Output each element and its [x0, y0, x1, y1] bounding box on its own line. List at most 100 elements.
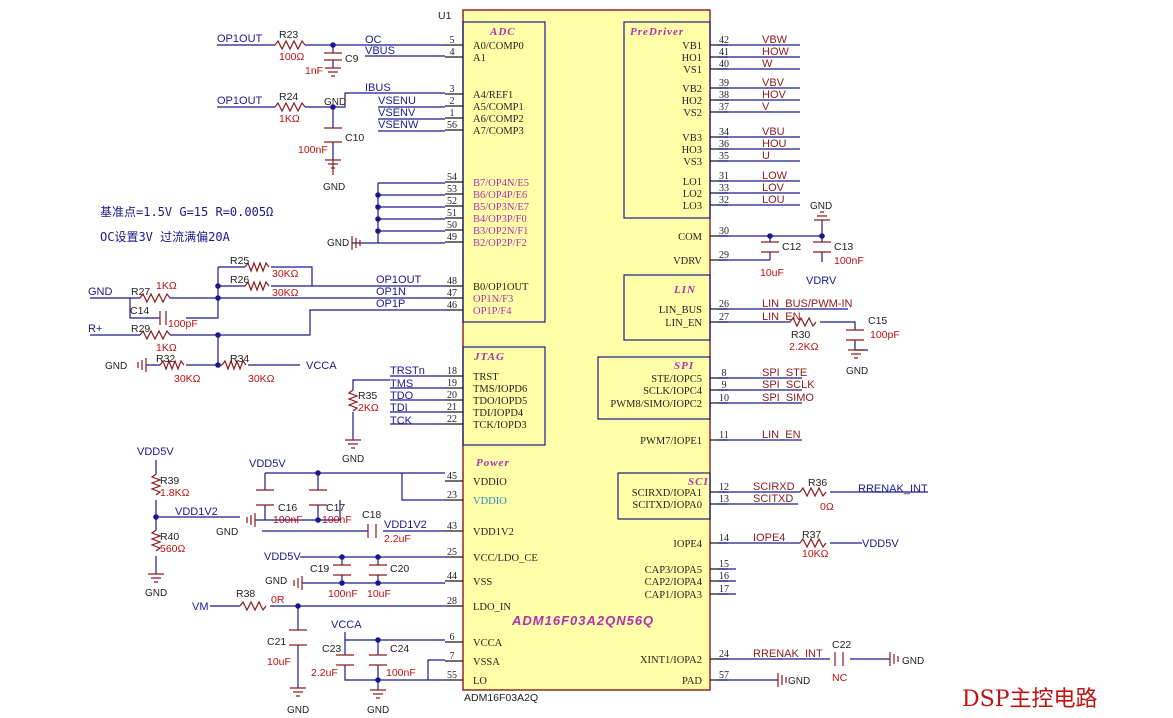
pin-name: OP1N/F3: [473, 294, 513, 305]
pin-name: VS3: [683, 157, 702, 168]
note-reference: 基准点=1.5V G=15 R=0.005Ω: [100, 205, 273, 219]
c10-val: 100nF: [298, 144, 328, 156]
pin-number: 43: [447, 521, 457, 532]
pin-number: 42: [719, 35, 729, 46]
net-op1out-c: OP1OUT: [376, 274, 422, 286]
pin-net-label: HOW: [762, 46, 790, 58]
net-vdrv: VDRV: [806, 275, 837, 287]
pin-name: VDD1V2: [473, 527, 514, 538]
pin-number: 15: [719, 559, 729, 570]
pin-name: VB2: [682, 84, 702, 95]
r24-val: 1KΩ: [279, 113, 300, 125]
pin-number: 49: [447, 232, 457, 243]
r36-val: 0Ω: [820, 501, 834, 513]
pin-name: CAP3/IOPA5: [645, 565, 702, 576]
pin-name: CAP1/IOPA3: [645, 590, 702, 601]
c17-val: 100nF: [322, 514, 352, 526]
r26-val: 30KΩ: [272, 287, 299, 299]
block-spi: [597, 356, 711, 420]
pin-name: VCC/LDO_CE: [473, 553, 538, 564]
r32-ref: R32: [156, 353, 175, 365]
pin-net-label: V: [762, 101, 770, 113]
block-adc: [462, 21, 546, 323]
c14-ref: C14: [130, 305, 149, 317]
pin-name: B0/OP1OUT: [473, 282, 529, 293]
c15-ref: C15: [868, 315, 887, 327]
pin-number: 7: [450, 651, 455, 662]
r32-val: 30KΩ: [174, 373, 201, 385]
pin-name: VB1: [682, 41, 702, 52]
r38-val: 0R: [271, 594, 285, 606]
gnd-label: GND: [323, 182, 345, 193]
junction-dots: [153, 42, 825, 683]
pin-number: 20: [447, 390, 457, 401]
pin-name: VS2: [683, 108, 702, 119]
pin-net-label: IOPE4: [753, 532, 785, 544]
c12-ref: C12: [782, 241, 801, 253]
pin-number: 6: [450, 632, 455, 643]
pin-number: 47: [447, 288, 457, 299]
pin-net-label: LOV: [762, 182, 785, 194]
c24-val: 100nF: [386, 667, 416, 679]
c20-val: 10uF: [367, 588, 391, 600]
pin-number: 44: [447, 571, 457, 582]
pin-number: 9: [722, 380, 727, 391]
pin-number: 57: [719, 670, 729, 681]
r30-val: 2.2KΩ: [789, 341, 819, 353]
c9-ref: C9: [345, 53, 359, 65]
c23-val: 2.2uF: [311, 667, 338, 679]
pin-number: 41: [719, 47, 729, 58]
net-rrenak-int: RRENAK_INT: [858, 483, 928, 495]
block-lin-title: LIN: [673, 284, 696, 296]
pin-name: VDDIO: [473, 496, 507, 507]
pin-net-label: SPI_STE: [762, 367, 807, 379]
pin-number: 37: [719, 102, 729, 113]
pin-number: 12: [719, 482, 729, 493]
pin-name: B3/OP2N/F1: [473, 226, 528, 237]
net-vdd5v-r37: VDD5V: [862, 538, 899, 550]
r29-ref: R29: [131, 323, 150, 335]
pin-number: 31: [719, 171, 729, 182]
r37-ref: R37: [802, 529, 821, 541]
pin-name: LO2: [683, 189, 702, 200]
c16-ref: C16: [278, 502, 297, 514]
net-oc: OC: [365, 34, 382, 46]
pin-name: TRST: [473, 372, 499, 383]
pin-number: 45: [447, 471, 457, 482]
block-adc-title: ADC: [489, 26, 516, 38]
pin-number: 56: [447, 120, 457, 131]
pin-net-label: SCITXD: [753, 493, 793, 505]
pin-net-label: LOU: [762, 194, 785, 206]
pin-name: VCCA: [473, 638, 503, 649]
pin-number: 39: [719, 78, 729, 89]
pin-number: 27: [719, 312, 729, 323]
c20-ref: C20: [390, 563, 409, 575]
pin-name: IOPE4: [673, 539, 702, 550]
r39-ref: R39: [160, 475, 179, 487]
r27-val: 1KΩ: [156, 280, 177, 292]
pin-number: 28: [447, 596, 457, 607]
pin-number: 11: [719, 430, 729, 441]
r34-ref: R34: [230, 353, 249, 365]
pin-number: 35: [719, 151, 729, 162]
chip-part-name: ADM16F03A2QN56Q: [511, 613, 654, 628]
net-op1out-a: OP1OUT: [217, 33, 263, 45]
block-predriver: [623, 21, 711, 219]
pin-number: 32: [719, 195, 729, 206]
pin-number: 19: [447, 378, 457, 389]
pin-name: A1: [473, 53, 486, 64]
pin-number: 8: [722, 368, 727, 379]
block-jtag-title: JTAG: [473, 351, 505, 363]
r38-ref: R38: [236, 588, 255, 600]
pin-name: VDRV: [673, 256, 702, 267]
r37-val: 10KΩ: [802, 548, 829, 560]
pin-name: VSSA: [473, 657, 500, 668]
c19-val: 100nF: [328, 588, 358, 600]
pin-number: 54: [447, 172, 457, 183]
pin-name: COM: [678, 232, 703, 243]
net-tms: TMS: [390, 378, 413, 390]
net-op1n: OP1N: [376, 286, 406, 298]
gnd-label: GND: [342, 454, 364, 465]
